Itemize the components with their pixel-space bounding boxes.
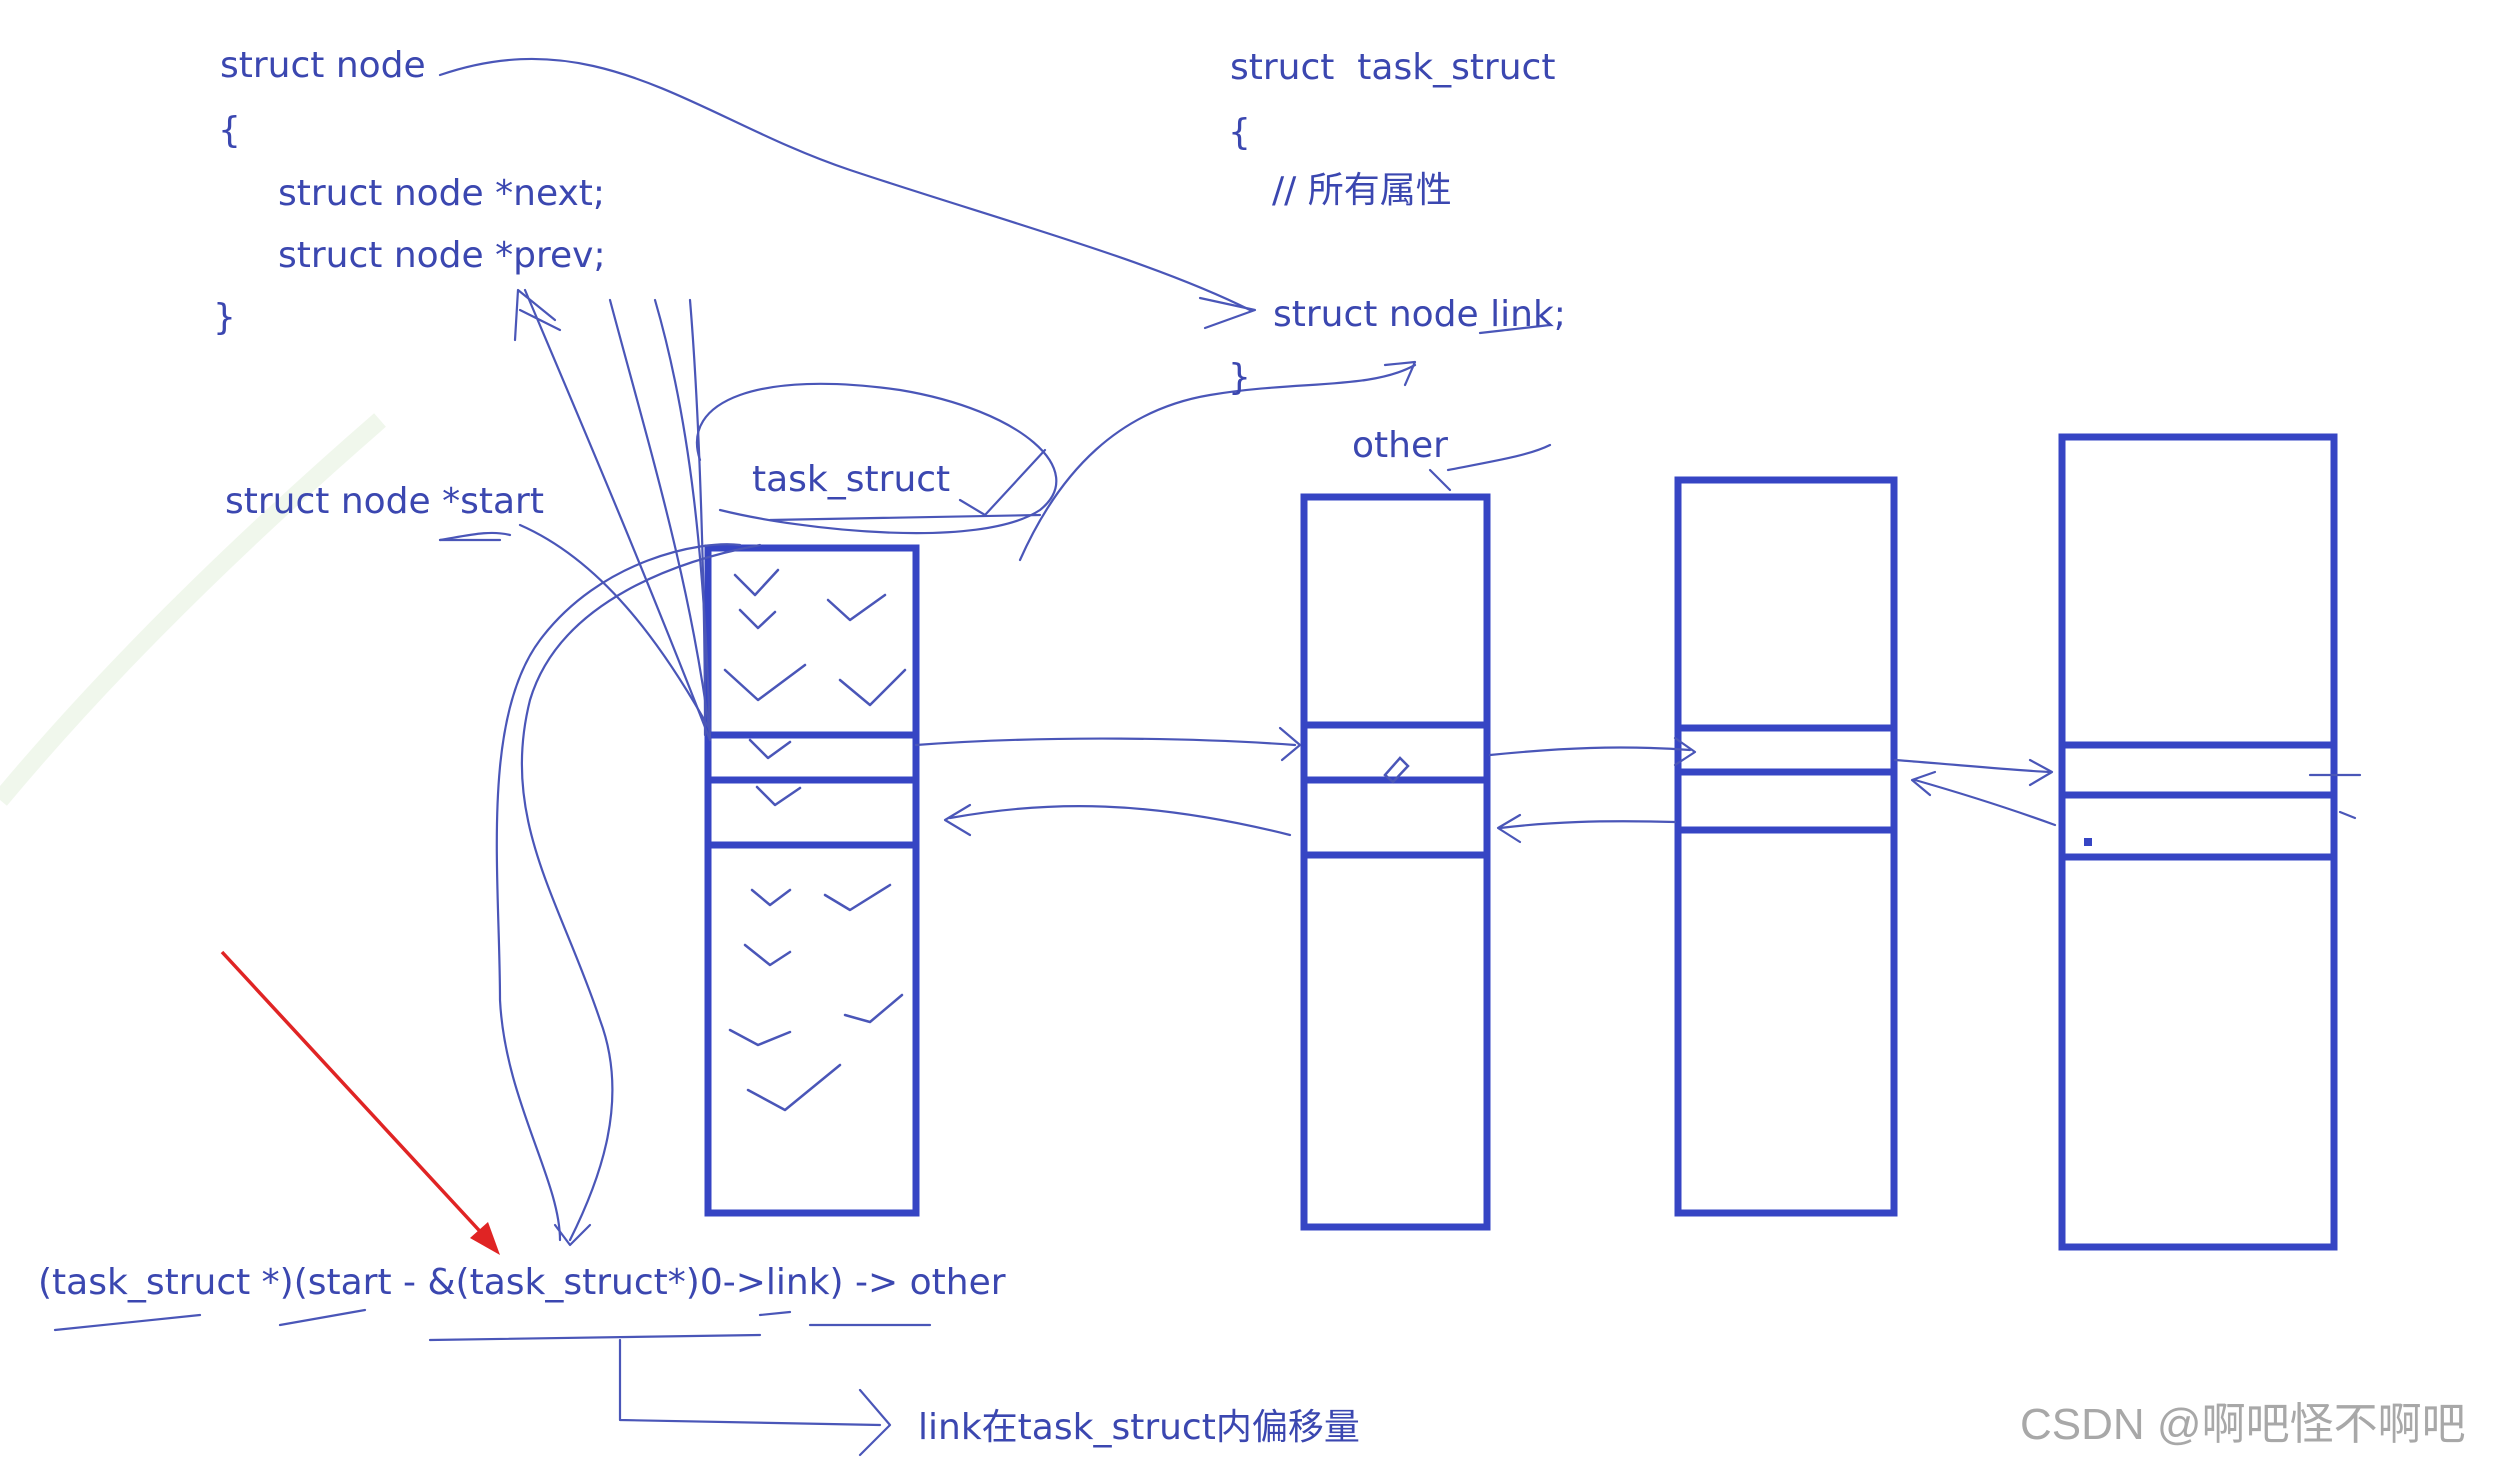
task-struct-box-4 [2058,433,2338,1251]
task-def-line-2: { [1228,112,1251,153]
other-label: other [1352,425,1448,466]
task-struct-box-1 [704,544,920,1217]
task-def-line-4: struct node link; [1273,294,1566,335]
node-def-line-3: struct node *next; [278,173,606,214]
node-def-line-4: struct node *prev; [278,235,606,276]
task-def-line-3: // 所有属性 [1272,170,1452,211]
link-arrows [53,58,2362,1457]
offset-note: link在task_struct内偏移量 [918,1407,1360,1448]
red-pointer-arrow [220,950,500,1255]
csdn-watermark: CSDN @啊吧怪不啊吧 [2020,1400,2466,1449]
task-struct-box-2 [1300,493,1491,1231]
task-struct-box-3 [1674,476,1898,1217]
check-marks [723,568,907,1112]
small-dot [2084,838,2092,846]
node-def-line-1: struct node [220,45,426,86]
faint-watermark [0,413,386,806]
task-struct-label: task_struct [752,459,951,500]
formula-text: (task_struct *)(start - &(task_struct*)0… [38,1262,1006,1303]
task-def-line-5: } [1228,357,1251,398]
node-def-line-5: } [213,297,236,338]
node-def-line-2: { [218,110,241,151]
pencil-icon [1383,756,1410,784]
start-pointer-label: struct node *start [225,481,544,522]
task-def-line-1: struct task_struct [1230,47,1556,88]
